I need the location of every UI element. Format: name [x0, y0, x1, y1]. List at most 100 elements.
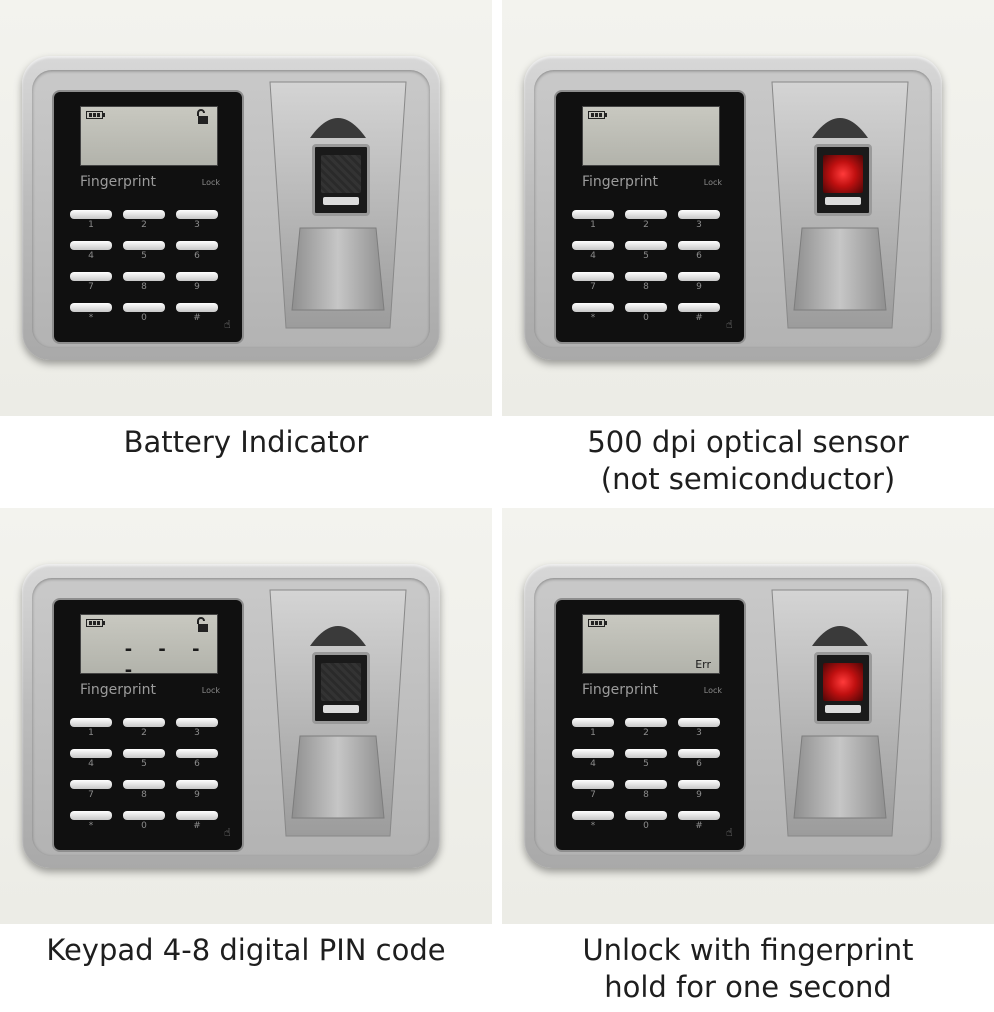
hand-icon: ☝	[726, 826, 733, 839]
keypad-key-9[interactable]	[176, 780, 218, 789]
keypad-key-2[interactable]	[625, 718, 667, 727]
fingerprint-housing	[764, 586, 916, 846]
keypad-key-2[interactable]	[123, 718, 165, 727]
keypad-key-star[interactable]	[572, 303, 614, 312]
keypad-key-label: #	[695, 821, 703, 831]
sensor-light-strip	[323, 705, 359, 713]
keypad-key-4[interactable]	[70, 749, 112, 758]
keypad-key-label: 5	[643, 759, 649, 769]
hand-icon: ☝	[726, 318, 733, 331]
keypad-key-8[interactable]	[123, 272, 165, 281]
lock-label: Lock	[703, 686, 722, 695]
keypad-key-4[interactable]	[572, 241, 614, 250]
error-message: Err	[695, 658, 711, 671]
keypad-key-label: 0	[643, 313, 649, 323]
keypad-key-2[interactable]	[625, 210, 667, 219]
keypad-key-9[interactable]	[176, 272, 218, 281]
keypad-key-label: *	[88, 313, 94, 323]
keypad-key-star[interactable]	[70, 811, 112, 820]
keypad-key-0[interactable]	[625, 811, 667, 820]
keypad-key-9[interactable]	[678, 780, 720, 789]
sensor-light-strip	[825, 197, 861, 205]
keypad-key-label: 9	[194, 790, 200, 800]
keypad-key-5[interactable]	[625, 749, 667, 758]
caption-line: Keypad 4-8 digital PIN code	[46, 933, 446, 967]
keypad-key-7[interactable]	[572, 780, 614, 789]
keypad-key-3[interactable]	[176, 210, 218, 219]
keypad-key-star[interactable]	[70, 303, 112, 312]
fingerprint-sensor[interactable]	[312, 652, 370, 724]
keypad-key-7[interactable]	[70, 780, 112, 789]
keypad-key-label: 3	[696, 728, 702, 738]
keypad-key-label: 6	[194, 251, 200, 261]
keypad-key-6[interactable]	[678, 241, 720, 250]
brand-label: Fingerprint	[582, 682, 658, 698]
keypad-key-label: *	[88, 821, 94, 831]
keypad-key-star[interactable]	[572, 811, 614, 820]
keypad-key-8[interactable]	[625, 272, 667, 281]
keypad-key-0[interactable]	[123, 303, 165, 312]
battery-icon	[588, 619, 607, 627]
fingerprint-sensor[interactable]	[312, 144, 370, 216]
hand-icon: ☝	[224, 318, 231, 331]
battery-icon	[86, 619, 105, 627]
keypad-key-1[interactable]	[572, 210, 614, 219]
keypad-key-4[interactable]	[572, 749, 614, 758]
keypad-key-label: 6	[194, 759, 200, 769]
keypad-key-3[interactable]	[678, 210, 720, 219]
sensor-light-strip	[323, 197, 359, 205]
keypad-key-label: #	[695, 313, 703, 323]
keypad-key-3[interactable]	[678, 718, 720, 727]
keypad-key-label: 4	[88, 759, 94, 769]
sensor-glass	[823, 663, 863, 701]
keypad-key-hash[interactable]	[678, 811, 720, 820]
lock-label: Lock	[201, 178, 220, 187]
keypad-key-9[interactable]	[678, 272, 720, 281]
keypad-key-8[interactable]	[625, 780, 667, 789]
caption-line: Unlock with fingerprint	[582, 933, 914, 967]
keypad-key-label: 3	[696, 220, 702, 230]
hand-icon: ☝	[224, 826, 231, 839]
keypad-key-label: 1	[88, 728, 94, 738]
keypad-key-6[interactable]	[678, 749, 720, 758]
keypad-key-7[interactable]	[572, 272, 614, 281]
keypad-key-8[interactable]	[123, 780, 165, 789]
keypad-key-hash[interactable]	[176, 811, 218, 820]
keypad-key-5[interactable]	[625, 241, 667, 250]
keypad-key-7[interactable]	[70, 272, 112, 281]
keypad-key-6[interactable]	[176, 241, 218, 250]
keypad-key-label: 6	[696, 251, 702, 261]
fingerprint-housing	[262, 586, 414, 846]
fingerprint-housing	[764, 78, 916, 338]
brand-label: Fingerprint	[80, 174, 156, 190]
keypad-key-hash[interactable]	[678, 303, 720, 312]
keypad-key-label: 9	[696, 790, 702, 800]
keypad-key-label: 7	[88, 282, 94, 292]
keypad-key-label: 7	[590, 790, 596, 800]
keypad-key-label: 6	[696, 759, 702, 769]
keypad-key-3[interactable]	[176, 718, 218, 727]
keypad-key-5[interactable]	[123, 241, 165, 250]
battery-icon	[86, 111, 105, 119]
keypad-key-1[interactable]	[70, 210, 112, 219]
keypad-key-1[interactable]	[70, 718, 112, 727]
keypad-key-label: 3	[194, 220, 200, 230]
sensor-light-strip	[825, 705, 861, 713]
keypad-key-0[interactable]	[625, 303, 667, 312]
keypad-key-1[interactable]	[572, 718, 614, 727]
keypad-key-0[interactable]	[123, 811, 165, 820]
keypad-key-2[interactable]	[123, 210, 165, 219]
keypad-key-6[interactable]	[176, 749, 218, 758]
fingerprint-sensor[interactable]	[814, 144, 872, 216]
caption: 500 dpi optical sensor(not semiconductor…	[502, 416, 994, 504]
fingerprint-sensor[interactable]	[814, 652, 872, 724]
keypad-key-hash[interactable]	[176, 303, 218, 312]
keypad-key-4[interactable]	[70, 241, 112, 250]
keypad-key-5[interactable]	[123, 749, 165, 758]
